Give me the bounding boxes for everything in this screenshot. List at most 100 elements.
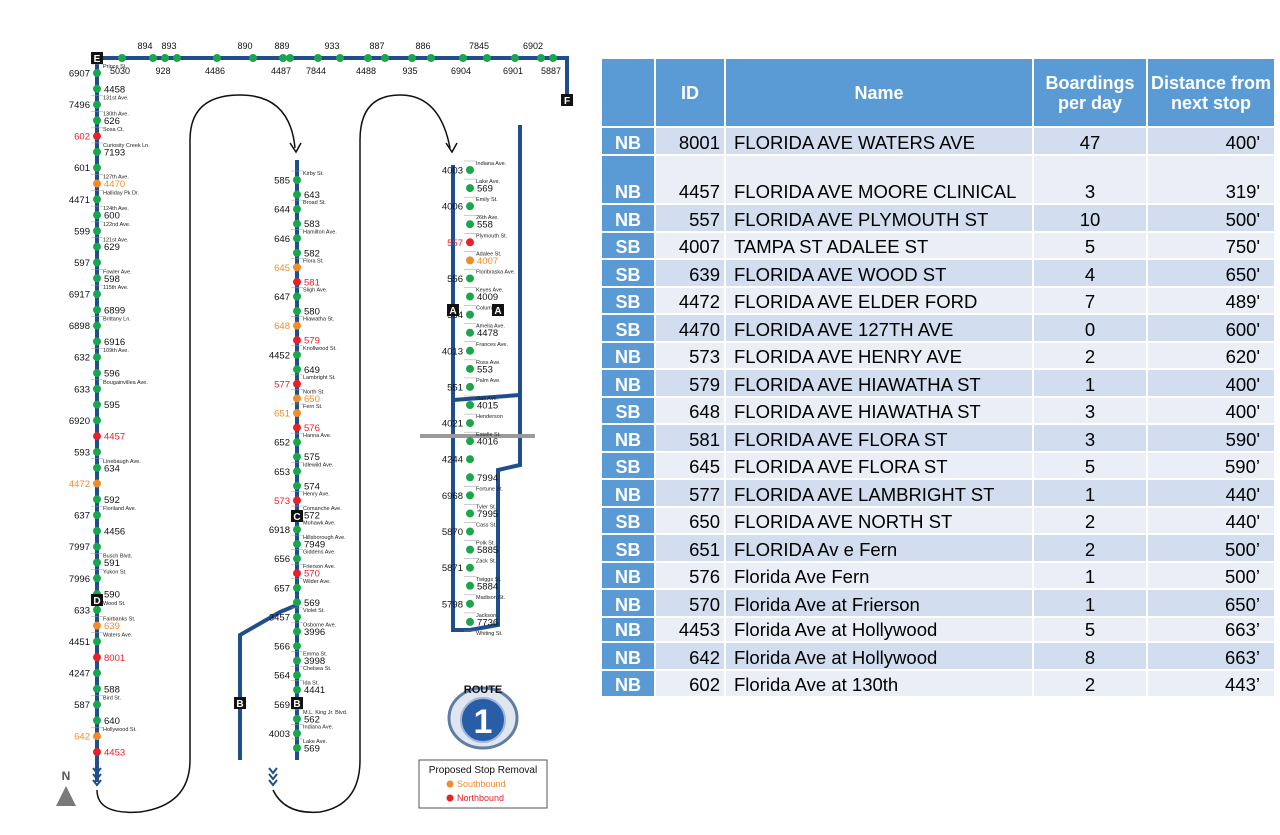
bus-stop-marker xyxy=(293,627,301,636)
stop-number-label: 4458 xyxy=(104,84,125,95)
street-name-label: 122nd Ave. xyxy=(103,222,131,228)
direction-chevron xyxy=(92,767,102,775)
bus-stop-marker xyxy=(93,558,101,567)
stop-number-label: 577 xyxy=(274,379,290,390)
street-name-label: 109th Ave. xyxy=(103,348,129,354)
bus-stop-marker xyxy=(93,84,101,93)
bus-stop-marker xyxy=(93,69,101,77)
street-name-label: North St. xyxy=(303,389,325,395)
stop-name-cell: Florida Ave at Hollywood xyxy=(725,616,1033,642)
direction-cell: NB xyxy=(601,341,655,369)
street-name-label: Bougainvillea Ave. xyxy=(103,380,148,386)
street-name-label: Bird St. xyxy=(103,696,122,702)
route-line-col3 xyxy=(451,125,522,632)
street-name-label: Fowler Ave. xyxy=(103,269,132,275)
legend-box xyxy=(418,759,548,809)
bus-stop-marker xyxy=(149,54,157,62)
bus-stop-marker xyxy=(293,671,301,680)
stop-number-label: 5798 xyxy=(442,599,463,610)
stop-number-label: 644 xyxy=(274,205,290,216)
street-name-label: Fortune St. xyxy=(476,486,504,492)
route-badge-disc xyxy=(460,697,506,743)
stop-id-cell: 602 xyxy=(655,669,725,697)
stop-name-cell: TAMPA ST ADALEE ST xyxy=(725,231,1033,259)
direction-chevron xyxy=(92,773,102,781)
stop-id-cell: 648 xyxy=(655,396,725,424)
distance-cell: 600' xyxy=(1147,314,1275,342)
bus-stop-marker xyxy=(466,220,474,229)
direction-cell: SB xyxy=(601,451,655,479)
bus-stop-marker xyxy=(293,350,301,359)
street-name-label: Tyler St. xyxy=(476,504,497,510)
bus-stop-marker xyxy=(93,242,101,251)
bus-stop-marker xyxy=(466,437,474,446)
bus-stop-marker xyxy=(466,599,474,608)
direction-cell: NB xyxy=(601,204,655,232)
bus-stop-marker xyxy=(466,274,474,283)
stop-number-label: 4003 xyxy=(269,729,290,740)
stop-number-label: 556 xyxy=(447,274,463,285)
stop-number-label: 637 xyxy=(74,511,90,522)
street-name-label: 131st Ave. xyxy=(103,96,129,102)
direction-cell: SB xyxy=(601,396,655,424)
direction-chevron xyxy=(268,767,278,775)
boardings-cell: 1 xyxy=(1033,369,1147,397)
stop-number-label: 581 xyxy=(304,277,320,288)
stop-name-cell: FLORIDA AVE 127TH AVE xyxy=(725,314,1033,342)
segment-letter: E xyxy=(94,54,101,65)
legend-northbound-label: Northbound xyxy=(457,793,504,803)
stop-number-label: 7193 xyxy=(104,147,125,158)
bus-stop-marker xyxy=(293,496,301,505)
north-arrow-icon xyxy=(56,786,76,806)
bus-stop-marker xyxy=(466,455,474,464)
bus-stop-marker xyxy=(466,238,474,247)
stop-number-label: 4470 xyxy=(104,179,125,190)
bus-stop-marker xyxy=(93,258,101,267)
street-name-label: Sligh Ave. xyxy=(303,288,328,294)
distance-cell: 590’ xyxy=(1147,451,1275,479)
stop-number-label: 582 xyxy=(304,248,320,259)
legend-southbound-label: Southbound xyxy=(457,779,506,789)
bus-stop-marker xyxy=(466,617,474,626)
bus-stop-marker xyxy=(483,54,491,62)
bus-stop-marker xyxy=(466,401,474,409)
stop-number-label: 576 xyxy=(304,423,320,434)
route-segment-marker xyxy=(447,304,459,316)
stop-number-label: 3996 xyxy=(304,627,325,638)
bus-stop-marker xyxy=(511,54,519,62)
boardings-cell: 3 xyxy=(1033,396,1147,424)
street-name-label: Mohawk Ave. xyxy=(303,521,336,527)
street-name-label: Emma St. xyxy=(303,652,328,658)
stop-id-cell: 573 xyxy=(655,341,725,369)
bus-stop-marker xyxy=(293,205,301,214)
stop-number-label: 579 xyxy=(304,336,320,347)
direction-chevron xyxy=(268,779,278,787)
stop-id-cell: 4007 xyxy=(655,231,725,259)
street-name-label: Broad St. xyxy=(303,200,326,206)
bus-stop-marker xyxy=(93,716,101,725)
stop-number-label: 4457 xyxy=(104,432,125,443)
stop-number-label: 569 xyxy=(304,598,320,609)
stop-number-label: 4009 xyxy=(477,292,498,303)
segment-letter: C xyxy=(293,512,300,523)
route-segment-marker xyxy=(91,52,103,64)
stop-number-label: 889 xyxy=(274,41,289,51)
street-name-label: Chelsea St. xyxy=(303,666,332,672)
distance-cell: 443’ xyxy=(1147,669,1275,697)
stop-number-label: 6899 xyxy=(104,305,125,316)
stop-number-label: 583 xyxy=(304,219,320,230)
stop-number-label: 6916 xyxy=(104,337,125,348)
boardings-cell: 1 xyxy=(1033,561,1147,589)
stop-number-label: 585 xyxy=(274,176,290,187)
route-1-map: 5030894928893448689044878897844933448888… xyxy=(56,41,573,814)
stop-number-label: 4478 xyxy=(477,328,498,339)
direction-cell: NB xyxy=(601,154,655,204)
stop-number-label: 633 xyxy=(74,384,90,395)
bus-stop-marker xyxy=(93,605,101,614)
stop-number-label: 7496 xyxy=(69,100,90,111)
